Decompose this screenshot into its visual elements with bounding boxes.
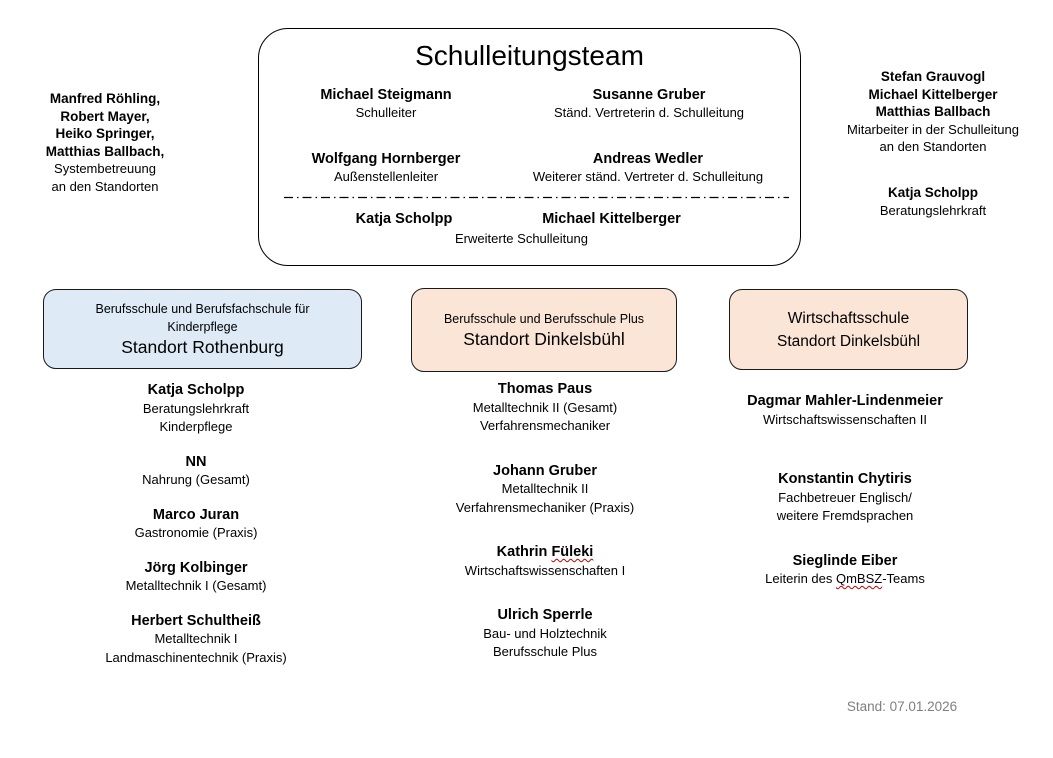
school-type-line: Wirtschaftsschule: [787, 309, 910, 327]
member-role: Ständ. Vertreterin d. Schulleitung: [553, 105, 745, 120]
staff-name: Kathrin Füleki: [395, 543, 695, 562]
leadership-team-box: Schulleitungsteam Michael Steigmann Schu…: [258, 28, 801, 266]
member-name: Michael Kittelberger: [542, 211, 681, 227]
school-location: Standort Dinkelsbühl: [463, 328, 625, 349]
staff-column-dinkelsbuehl-bs: Thomas Paus Metalltechnik II (Gesamt) Ve…: [395, 380, 695, 688]
member-role: Außenstellenleiter: [333, 169, 439, 184]
staff-name-part: Kathrin: [496, 544, 552, 560]
staff-column-rothenburg: Katja Scholpp Beratungslehrkraft Kinderp…: [46, 381, 346, 683]
staff-role: Verfahrensmechaniker: [479, 418, 611, 433]
role-line: Systembetreuung: [54, 161, 156, 176]
site-staff-note: Stefan Grauvogl Michael Kittelberger Mat…: [833, 68, 1033, 156]
staff-entry: NN Nahrung (Gesamt): [46, 453, 346, 490]
member-role: Weiterer ständ. Vertreter d. Schulleitun…: [532, 169, 764, 184]
person-name: Stefan Grauvogl: [880, 69, 986, 84]
staff-role: Wirtschaftswissenschaften I: [464, 562, 626, 578]
staff-role: Kinderpflege: [159, 419, 233, 434]
staff-name: Marco Juran: [152, 506, 240, 523]
role-line: an den Standorten: [51, 178, 159, 194]
extended-member-left: Katja Scholpp: [314, 210, 494, 228]
school-type-line: Berufsschule und Berufsschule Plus: [443, 311, 645, 326]
staff-entry: Jörg Kolbinger Metalltechnik I (Gesamt): [46, 559, 346, 596]
staff-role: Nahrung (Gesamt): [142, 472, 250, 487]
school-location: Standort Rothenburg: [121, 336, 284, 357]
staff-entry: Katja Scholpp Beratungslehrkraft Kinderp…: [46, 381, 346, 437]
person-name: Michael Kittelberger: [868, 86, 998, 102]
staff-name: Sieglinde Eiber: [792, 552, 898, 569]
person-name: Matthias Ballbach: [875, 104, 991, 119]
person-name: Heiko Springer,: [55, 126, 155, 141]
person-name: Robert Mayer,: [60, 108, 150, 124]
extended-leadership-role: Erweiterte Schulleitung: [455, 231, 588, 246]
role-line: Beratungslehrkraft: [879, 202, 987, 218]
staff-entry: Konstantin Chytiris Fachbetreuer Englisc…: [695, 470, 995, 526]
staff-role: Bau- und Holztechnik: [483, 625, 607, 641]
staff-role: Leiterin des QmBSZ-Teams: [695, 570, 995, 589]
staff-entry: Herbert Schultheiß Metalltechnik I Landm…: [46, 612, 346, 668]
staff-role: Landmaschinentechnik (Praxis): [105, 649, 287, 665]
person-name: Matthias Ballbach,: [45, 143, 165, 159]
school-box-rothenburg: Berufsschule und Berufsfachschule für Ki…: [43, 289, 362, 369]
staff-name: Dagmar Mahler-Lindenmeier: [747, 393, 943, 409]
school-box-dinkelsbuehl-bs: Berufsschule und Berufsschule Plus Stand…: [411, 288, 677, 372]
staff-entry: Sieglinde Eiber Leiterin des QmBSZ-Teams: [695, 552, 995, 589]
extended-member-right: Michael Kittelberger: [514, 210, 709, 228]
counselor-note: Katja Scholpp Beratungslehrkraft: [833, 184, 1033, 219]
system-support-note: Manfred Röhling, Robert Mayer, Heiko Spr…: [25, 90, 185, 195]
member-name: Andreas Wedler: [592, 151, 704, 167]
member-gruber: Susanne Gruber Ständ. Vertreterin d. Sch…: [521, 86, 777, 122]
staff-role-part: -Teams: [882, 571, 925, 586]
role-line: Mitarbeiter in der Schulleitung: [847, 121, 1019, 137]
staff-entry: Marco Juran Gastronomie (Praxis): [46, 506, 346, 543]
staff-name: Katja Scholpp: [147, 382, 245, 398]
staff-entry: Ulrich Sperrle Bau- und Holztechnik Beru…: [395, 606, 695, 662]
member-name: Katja Scholpp: [355, 211, 453, 227]
person-name: Katja Scholpp: [887, 185, 978, 200]
staff-name: Thomas Paus: [497, 381, 593, 397]
leadership-title: Schulleitungsteam: [415, 40, 644, 71]
staff-role: weitere Fremdsprachen: [776, 508, 914, 523]
role-line: an den Standorten: [879, 139, 987, 154]
member-name: Susanne Gruber: [592, 87, 706, 103]
staff-role: Metalltechnik II (Gesamt): [472, 399, 618, 415]
stand-date-label: Stand: 07.01.2026: [846, 699, 958, 714]
staff-column-dinkelsbuehl-ws: Dagmar Mahler-Lindenmeier Wirtschaftswis…: [695, 392, 995, 605]
school-location: Standort Dinkelsbühl: [776, 332, 921, 350]
member-hornberger: Wolfgang Hornberger Außenstellenleiter: [276, 150, 496, 186]
staff-name-misspelled: Füleki: [551, 544, 594, 560]
staff-role: Metalltechnik I (Gesamt): [125, 578, 267, 593]
staff-entry: Kathrin Füleki Wirtschaftswissenschaften…: [395, 543, 695, 580]
staff-name: Johann Gruber: [493, 462, 597, 479]
staff-name: Herbert Schultheiß: [131, 612, 261, 629]
staff-entry: Dagmar Mahler-Lindenmeier Wirtschaftswis…: [695, 392, 995, 429]
staff-role: Gastronomie (Praxis): [134, 525, 258, 540]
staff-name: Ulrich Sperrle: [497, 607, 593, 623]
person-name: Manfred Röhling,: [49, 91, 161, 106]
staff-role: Metalltechnik I: [154, 631, 238, 646]
staff-role-misspelled: QmBSZ: [835, 571, 883, 586]
staff-name: NN: [185, 453, 207, 470]
member-name: Michael Steigmann: [320, 87, 452, 103]
staff-role: Metalltechnik II: [501, 481, 589, 496]
staff-name: Jörg Kolbinger: [144, 559, 248, 576]
staff-role: Beratungslehrkraft: [142, 400, 250, 416]
staff-role: Berufsschule Plus: [492, 644, 598, 659]
staff-name: Konstantin Chytiris: [778, 471, 912, 487]
member-steigmann: Michael Steigmann Schulleiter: [276, 86, 496, 122]
school-type-line: Kinderpflege: [167, 319, 238, 334]
dash-dot-separator: [284, 196, 789, 199]
staff-role: Verfahrensmechaniker (Praxis): [455, 499, 635, 515]
member-name: Wolfgang Hornberger: [311, 151, 461, 167]
staff-role: Fachbetreuer Englisch/: [778, 489, 912, 505]
member-wedler: Andreas Wedler Weiterer ständ. Vertreter…: [507, 150, 789, 186]
school-box-dinkelsbuehl-ws: Wirtschaftsschule Standort Dinkelsbühl: [729, 289, 968, 370]
staff-entry: Thomas Paus Metalltechnik II (Gesamt) Ve…: [395, 380, 695, 436]
staff-role-part: Leiterin des: [765, 571, 836, 586]
member-role: Schulleiter: [355, 105, 417, 120]
staff-role: Wirtschaftswissenschaften II: [763, 411, 927, 427]
school-type-line: Berufsschule und Berufsfachschule für: [95, 301, 310, 316]
staff-entry: Johann Gruber Metalltechnik II Verfahren…: [395, 462, 695, 518]
